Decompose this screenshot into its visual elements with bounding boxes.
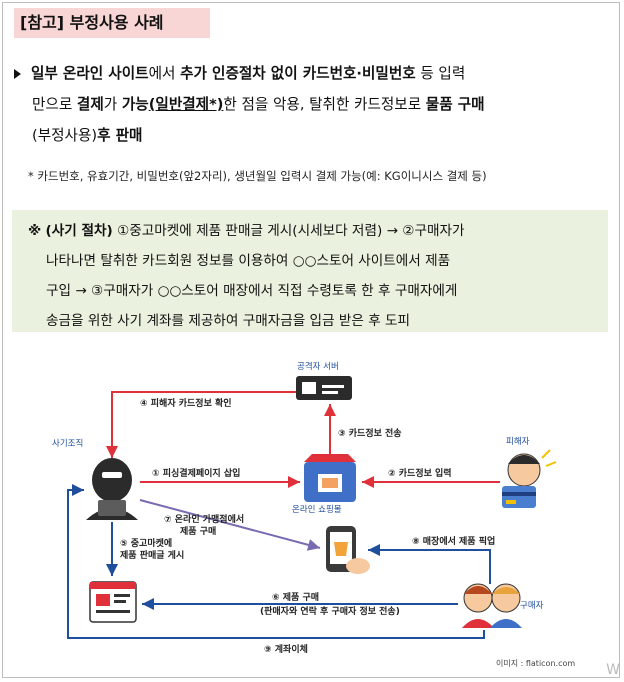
step6-label-2: (판매자와 연락 후 구매자 정보 전송) (260, 605, 400, 617)
step9-label: ⑨ 계좌이체 (264, 643, 308, 655)
bullet-text: 가 (103, 96, 122, 113)
step2-label: ② 카드정보 입력 (388, 467, 452, 479)
bullet-text: 만으로 (32, 96, 77, 113)
bullet-text: 에서 (148, 65, 181, 82)
bullet-text: 결제 (76, 96, 104, 113)
step1-label: ① 피싱결제페이지 삽입 (152, 467, 240, 479)
fraud-flow-diagram: 공격자 서버 ④ 피해자 카드정보 확인 ③ 카드정보 전송 사기조직 ① 피싱… (52, 361, 575, 668)
bullet-triangle-icon (14, 69, 21, 79)
step7-label-1: ⑦ 온라인 가맹점에서 (164, 513, 244, 525)
step8-label: ⑧ 매장에서 제품 픽업 (412, 535, 495, 547)
credit-card-icon (502, 486, 536, 508)
step7-label-2: 제품 구매 (180, 525, 216, 537)
victim-icon (507, 449, 557, 487)
arrow-step9 (67, 484, 485, 639)
fraud-procedure-box: ※ (사기 절차) ①중고마켓에 제품 판매글 게시(시세보다 저렴) → ②구… (12, 210, 608, 332)
online-mall-label: 온라인 쇼핑몰 (292, 504, 342, 515)
used-market-page-icon (89, 581, 137, 623)
fraud-text: ①중고마켓에 제품 판매글 게시(시세보다 저렴) → ②구매자가 (117, 223, 465, 239)
image-credit: 이미지 : flaticon.com (496, 658, 575, 668)
bullet-text: 한 점을 악용, 탈취한 카드정보로 (223, 96, 426, 113)
step3-label: ③ 카드정보 전송 (338, 427, 402, 439)
bullet-text: 물품 구매 (425, 96, 485, 113)
buyer-label: 구매자 (520, 601, 544, 611)
bullet-text: 추가 인증절차 없이 카드번호·비밀번호 (180, 65, 416, 82)
mobile-shopping-icon (326, 526, 370, 574)
reference-mark: ※ (28, 223, 42, 239)
fraud-title: (사기 절차) (45, 223, 113, 239)
bullet-text: 후 판매 (97, 127, 143, 144)
page-title: [참고] 부정사용 사례 (14, 8, 210, 38)
footnote: * 카드번호, 유효기간, 비밀번호(앞2자리), 생년월일 입력시 결제 가능… (28, 169, 487, 183)
fraud-text: 송금을 위한 사기 계좌를 제공하여 구매자금을 입금 받은 후 도피 (46, 313, 411, 329)
step4-label: ④ 피해자 카드정보 확인 (140, 397, 232, 409)
bullet-text: 일부 온라인 사이트 (31, 65, 149, 82)
fraud-text: 구입 → ③구매자가 ○○스토어 매장에서 직접 수령토록 한 후 구매자에게 (46, 283, 458, 299)
victim-label: 피해자 (506, 437, 530, 447)
bullet-text: 등 입력 (415, 65, 466, 82)
fraud-text: 나타나면 탈취한 카드회원 정보를 이용하여 ○○스토어 사이트에서 제품 (46, 253, 451, 269)
step6-label-1: ⑥ 제품 구매 (272, 591, 319, 603)
arrow-step7 (139, 499, 321, 551)
attacker-server-icon (296, 376, 352, 400)
step5-label-2: 제품 판매글 게시 (120, 549, 184, 561)
bullet-text: 가능 (121, 96, 149, 113)
watermark: W (606, 662, 620, 678)
bullet-text: (일반결제*) (148, 96, 224, 113)
scam-org-label: 사기조직 (52, 438, 83, 449)
arrow-step8 (368, 544, 491, 584)
step5-label-1: ⑤ 중고마켓에 (120, 537, 172, 549)
arrow-step4 (106, 391, 296, 458)
buyers-icon (462, 583, 522, 628)
bullet-text: (부정사용) (32, 127, 98, 144)
bullet-paragraph: 일부 온라인 사이트에서 추가 인증절차 없이 카드번호·비밀번호 등 입력 만… (14, 58, 614, 151)
attacker-server-label: 공격자 서버 (297, 361, 339, 372)
online-shop-icon (304, 454, 356, 502)
hacker-icon (86, 458, 138, 520)
